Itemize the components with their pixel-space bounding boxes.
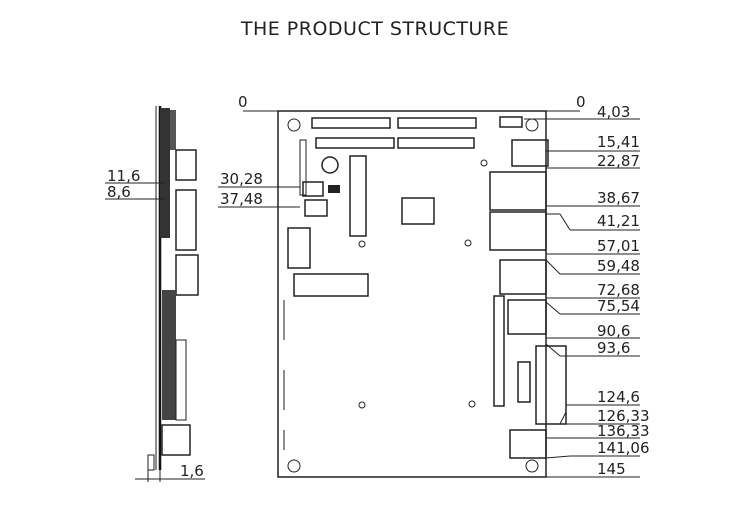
header-top-left — [311, 117, 391, 129]
dim-75-54: 75,54 — [597, 297, 640, 315]
side-connector-3 — [175, 254, 199, 296]
dim-41-21: 41,21 — [597, 212, 640, 230]
header-2-right — [397, 137, 475, 149]
side-dim-11-6: 11,6 — [107, 167, 140, 185]
dim-126-33: 126,33 — [597, 407, 650, 425]
hdmi-port — [287, 227, 311, 269]
side-dim-1-6: 1,6 — [180, 462, 204, 480]
dim-90-6: 90,6 — [597, 322, 630, 340]
ruler-zero-left: 0 — [238, 93, 248, 111]
memory-slot — [349, 155, 367, 237]
top-view — [218, 110, 640, 478]
small-header-top — [499, 116, 523, 128]
dim-30-28: 30,28 — [220, 170, 263, 188]
dim-22-87: 22,87 — [597, 152, 640, 170]
dim-57-01: 57,01 — [597, 237, 640, 255]
mount-hole-br — [525, 459, 539, 473]
mount-hole-tr — [525, 118, 539, 132]
dim-124-6: 124,6 — [597, 388, 640, 406]
port-com — [535, 345, 567, 425]
dim-59-48: 59,48 — [597, 257, 640, 275]
gpio-header — [493, 295, 505, 407]
cpu-chip — [401, 197, 435, 225]
mount-hole-tl — [287, 118, 301, 132]
diagram-title: THE PRODUCT STRUCTURE — [240, 18, 510, 40]
dim-4-03: 4,03 — [597, 103, 630, 121]
port-usb-1 — [499, 259, 547, 295]
side-bottom-port — [161, 424, 191, 456]
dim-38-67: 38,67 — [597, 189, 640, 207]
side-chip-stack — [162, 290, 176, 420]
dim-72-68: 72,68 — [597, 281, 640, 299]
header-2-left — [315, 137, 395, 149]
dim-141-06: 141,06 — [597, 439, 650, 457]
side-connector-1 — [175, 149, 197, 181]
dim-136-33: 136,33 — [597, 422, 650, 440]
port-power — [509, 429, 547, 459]
port-usb-2 — [507, 299, 547, 335]
dim-15-41: 15,41 — [597, 133, 640, 151]
port-audio — [511, 139, 549, 167]
side-connector-2 — [175, 189, 197, 251]
mount-hole-bl — [287, 459, 301, 473]
port-lan-1 — [489, 171, 547, 211]
ruler-zero-right: 0 — [576, 93, 586, 111]
side-heatsink — [160, 108, 170, 238]
dim-37-48: 37,48 — [220, 190, 263, 208]
dim-93-6: 93,6 — [597, 339, 630, 357]
pcie-slot — [293, 273, 369, 297]
side-dim-8-6: 8,6 — [107, 183, 131, 201]
buzzer — [321, 156, 339, 174]
header-top-right — [397, 117, 477, 129]
port-lan-2 — [489, 211, 547, 251]
side-view — [105, 106, 205, 482]
dim-145: 145 — [597, 460, 626, 478]
